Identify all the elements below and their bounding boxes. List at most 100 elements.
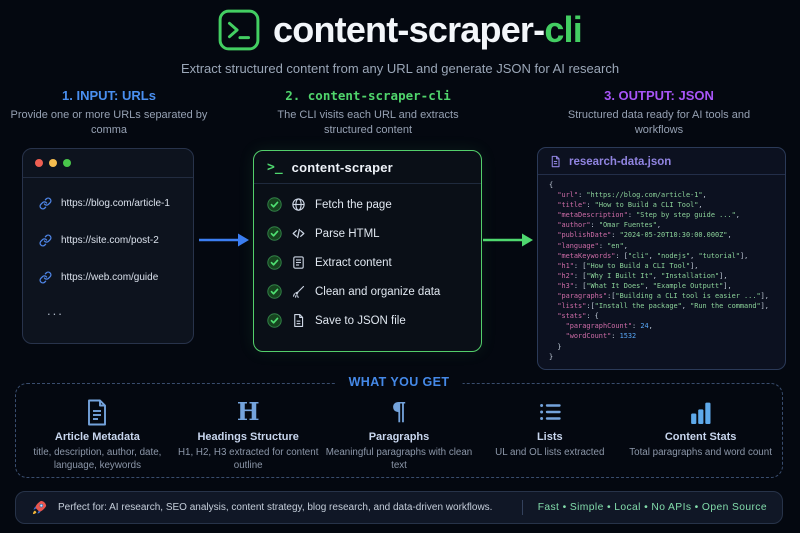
pipeline-step: Parse HTML <box>267 224 468 243</box>
input-to-cli-arrow <box>199 233 249 247</box>
globe-icon <box>291 197 306 212</box>
minimize-traffic-light <box>49 159 57 167</box>
url-item: https://web.com/guide <box>39 266 185 288</box>
link-icon <box>39 196 52 210</box>
feature-title: Content Stats <box>664 431 737 443</box>
list-icon <box>474 398 625 426</box>
page-title-accent: cli <box>544 9 582 50</box>
cli-to-output-arrow <box>483 233 533 247</box>
code-line: "metaDescription": "Step by step guide .… <box>557 211 740 220</box>
input-url-window: https://blog.com/article-1 https://site.c… <box>22 148 194 344</box>
url-text: https://blog.com/article-1 <box>61 197 170 209</box>
feature-title: Headings Structure <box>197 431 299 443</box>
pipeline-step: Clean and organize data <box>267 282 468 301</box>
step-label: Clean and organize data <box>315 285 441 298</box>
code-line: "paragraphCount": 24, <box>565 322 653 331</box>
json-code-block: { "url": "https://blog.com/article-1", "… <box>538 175 785 362</box>
url-text: https://site.com/post-2 <box>61 234 159 246</box>
check-circle-icon <box>267 313 282 328</box>
code-line: { <box>549 181 554 189</box>
code-line: "url": "https://blog.com/article-1", <box>557 191 707 200</box>
feature-description: title, description, author, date, langua… <box>33 447 162 472</box>
code-line: "wordCount": 1532 <box>565 332 637 341</box>
feature-title: Paragraphs <box>368 431 430 443</box>
code-line: "language": "en", <box>557 241 628 250</box>
step-label: Fetch the page <box>315 198 392 211</box>
code-icon <box>291 226 306 241</box>
check-circle-icon <box>267 197 282 212</box>
footer-bar: Perfect for: AI research, SEO analysis, … <box>15 491 783 524</box>
input-heading: 1. INPUT: URLs <box>62 88 156 103</box>
footer-use-cases: Perfect for: AI research, SEO analysis, … <box>58 502 493 513</box>
check-circle-icon <box>267 226 282 241</box>
close-traffic-light <box>35 159 43 167</box>
column-head-output: 3. OUTPUT: JSON Structured data ready fo… <box>548 88 770 137</box>
headings-icon: H <box>236 397 260 426</box>
footer-attributes: Fast • Simple • Local • No APIs • Open S… <box>537 502 767 513</box>
tagline: Extract structured content from any URL … <box>180 61 620 76</box>
step-label: Parse HTML <box>315 227 380 240</box>
code-line: "publishDate": "2024-05-20T10:30:00.000Z… <box>557 231 732 240</box>
json-filename: research-data.json <box>569 155 672 168</box>
what-you-get-section: WHAT YOU GET Article Metadata title, desc… <box>15 375 783 478</box>
output-description: Structured data ready for AI tools and w… <box>567 109 751 136</box>
pipeline-step: Extract content <box>267 253 468 272</box>
prompt-icon: >_ <box>267 160 283 175</box>
step-label: Save to JSON file <box>315 314 406 327</box>
feature-title: Lists <box>536 431 563 443</box>
feature-description: Total paragraphs and word count <box>629 447 772 458</box>
feature-description: Meaningful paragraphs with clean text <box>325 447 473 472</box>
window-titlebar <box>23 149 193 178</box>
check-circle-icon <box>267 284 282 299</box>
page-title-main: content-scraper- <box>273 9 545 50</box>
file-icon <box>291 313 306 328</box>
code-line: "lists":["Install the package", "Run the… <box>557 302 769 311</box>
url-item: https://site.com/post-2 <box>39 229 185 251</box>
code-line: "title": "How to Build a CLI Tool", <box>557 201 703 210</box>
column-head-input: 1. INPUT: URLs Provide one or more URLs … <box>4 88 214 137</box>
article-metadata-icon <box>22 398 173 426</box>
more-urls-indicator: ... <box>47 303 64 318</box>
rocket-icon <box>32 500 47 515</box>
document-lines-icon <box>291 255 306 270</box>
feature-title: Article Metadata <box>54 431 140 443</box>
input-description: Provide one or more URLs separated by co… <box>10 109 208 136</box>
feature-description: UL and OL lists extracted <box>495 447 605 458</box>
code-line: "metaKeywords": ["cli", "nodejs", "tutor… <box>557 251 749 260</box>
terminal-header: >_ content-scraper <box>254 151 481 184</box>
cli-description: The CLI visits each URL and extracts str… <box>277 109 459 136</box>
zoom-traffic-light <box>63 159 71 167</box>
feature-grid: Article Metadata title, description, auth… <box>16 384 782 472</box>
feature-card: Article Metadata title, description, auth… <box>22 398 173 472</box>
url-list: https://blog.com/article-1 https://site.c… <box>23 178 193 288</box>
code-line: "paragraphs":["Building a CLI tool is ea… <box>557 292 769 301</box>
link-icon <box>39 233 52 247</box>
terminal-title: content-scraper <box>291 160 393 175</box>
pipeline-step: Save to JSON file <box>267 311 468 330</box>
code-line: "stats": { <box>557 312 599 321</box>
footer-divider <box>521 500 523 515</box>
column-head-cli: 2. content-scraper-cli The CLI visits ea… <box>260 88 476 137</box>
code-line: "h2": ["Why I Built It", "Installation"]… <box>557 271 728 280</box>
broom-icon <box>291 284 306 299</box>
bar-chart-icon <box>625 398 776 426</box>
code-line: } <box>549 352 554 361</box>
code-line: "h1": ["How to Build a CLI Tool"], <box>557 261 699 270</box>
url-item: https://blog.com/article-1 <box>39 192 185 214</box>
pilcrow-icon: ¶ <box>391 397 407 426</box>
what-you-get-title: WHAT YOU GET <box>335 375 463 389</box>
output-heading: 3. OUTPUT: JSON <box>604 88 714 103</box>
pipeline-step: Fetch the page <box>267 195 468 214</box>
terminal-prompt-icon <box>218 9 260 51</box>
json-output-panel: research-data.json { "url": "https://blo… <box>537 147 786 370</box>
page-title: content-scraper-cli <box>273 9 583 51</box>
cli-heading: 2. content-scraper-cli <box>285 88 451 103</box>
check-circle-icon <box>267 255 282 270</box>
code-line: "author": "Omar Fuentes", <box>557 221 662 230</box>
